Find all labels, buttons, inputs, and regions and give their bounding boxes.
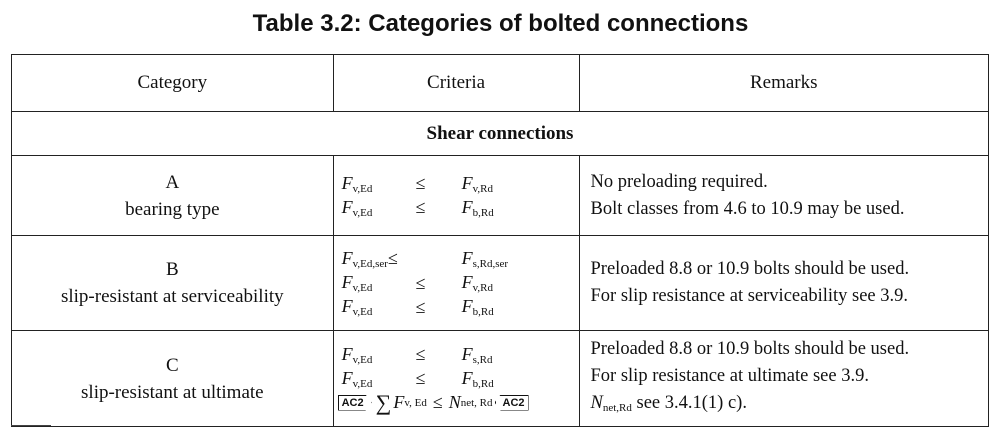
criteria-cell: Fv,Ed ≤ Fv,Rd Fv,Ed ≤ Fb,Rd — [332, 155, 580, 236]
remark-line: No preloading required. — [590, 171, 768, 192]
section-row: Shear connections — [11, 111, 989, 156]
bolted-connections-table: Category Criteria Remarks Shear connecti… — [11, 54, 990, 427]
category-name: slip-resistant at serviceability — [60, 286, 284, 307]
header-row: Category Criteria Remarks — [11, 54, 990, 112]
remark-line: Preloaded 8.8 or 10.9 bolts should be us… — [590, 259, 910, 279]
criterion: Fv,Ed ≤ Fv,Rd — [341, 272, 493, 294]
category-letter: A — [165, 171, 180, 193]
criterion: Fv,Ed ≤ Fv,Rd — [341, 172, 493, 195]
sum-symbol: ∑ — [375, 389, 392, 415]
criterion: Fv,Ed ≤ Fb,Rd — [341, 367, 494, 390]
remark-line: For slip resistance at serviceability se… — [590, 286, 909, 306]
remarks-cell: Preloaded 8.8 or 10.9 bolts should be us… — [578, 235, 990, 331]
category-letter: B — [165, 259, 179, 280]
remarks-cell: Preloaded 8.8 or 10.9 bolts should be us… — [578, 330, 990, 427]
category-letter: C — [165, 354, 179, 376]
remark-line: Bolt classes from 4.6 to 10.9 may be use… — [590, 198, 905, 219]
amendment-start-marker: AC2 — [337, 394, 372, 411]
header-criteria: Criteria — [332, 54, 580, 112]
remark-line: For slip resistance at ultimate see 3.9. — [590, 365, 869, 386]
category-name: slip-resistant at ultimate — [81, 381, 264, 403]
category-cell: C slip-resistant at ultimate — [11, 330, 334, 427]
remark-line: Preloaded 8.8 or 10.9 bolts should be us… — [590, 338, 910, 359]
divider — [11, 425, 51, 426]
table-title: Table 3.2: Categories of bolted connecti… — [252, 10, 749, 37]
category-name: bearing type — [125, 198, 220, 220]
amendment-end-marker: AC2 — [494, 394, 529, 411]
section-heading: Shear connections — [11, 111, 989, 156]
criterion: Fv,Ed ≤ Fs,Rd — [341, 343, 493, 366]
remark-line: Nnet,Rd see 3.4.1(1) c). — [590, 392, 747, 414]
table-row: B slip-resistant at serviceability Fv,Ed… — [11, 235, 990, 331]
table-row: C slip-resistant at ultimate Fv,Ed ≤ Fs,… — [11, 330, 990, 427]
criterion: Fv,Ed,ser≤ Fs,Rd,ser — [341, 248, 509, 270]
remarks-cell: No preloading required. Bolt classes fro… — [578, 155, 990, 236]
criteria-cell: Fv,Ed,ser≤ Fs,Rd,ser Fv,Ed ≤ Fv,Rd Fv,Ed… — [332, 235, 580, 331]
header-category: Category — [11, 54, 334, 112]
header-remarks: Remarks — [578, 54, 990, 112]
category-cell: B slip-resistant at serviceability — [11, 235, 334, 331]
criterion: Fv,Ed ≤ Fb,Rd — [341, 296, 494, 318]
criterion: Fv,Ed ≤ Fb,Rd — [341, 196, 494, 219]
table-row: A bearing type Fv,Ed ≤ Fv,Rd Fv,Ed ≤ Fb,… — [11, 155, 990, 236]
category-cell: A bearing type — [11, 155, 334, 236]
